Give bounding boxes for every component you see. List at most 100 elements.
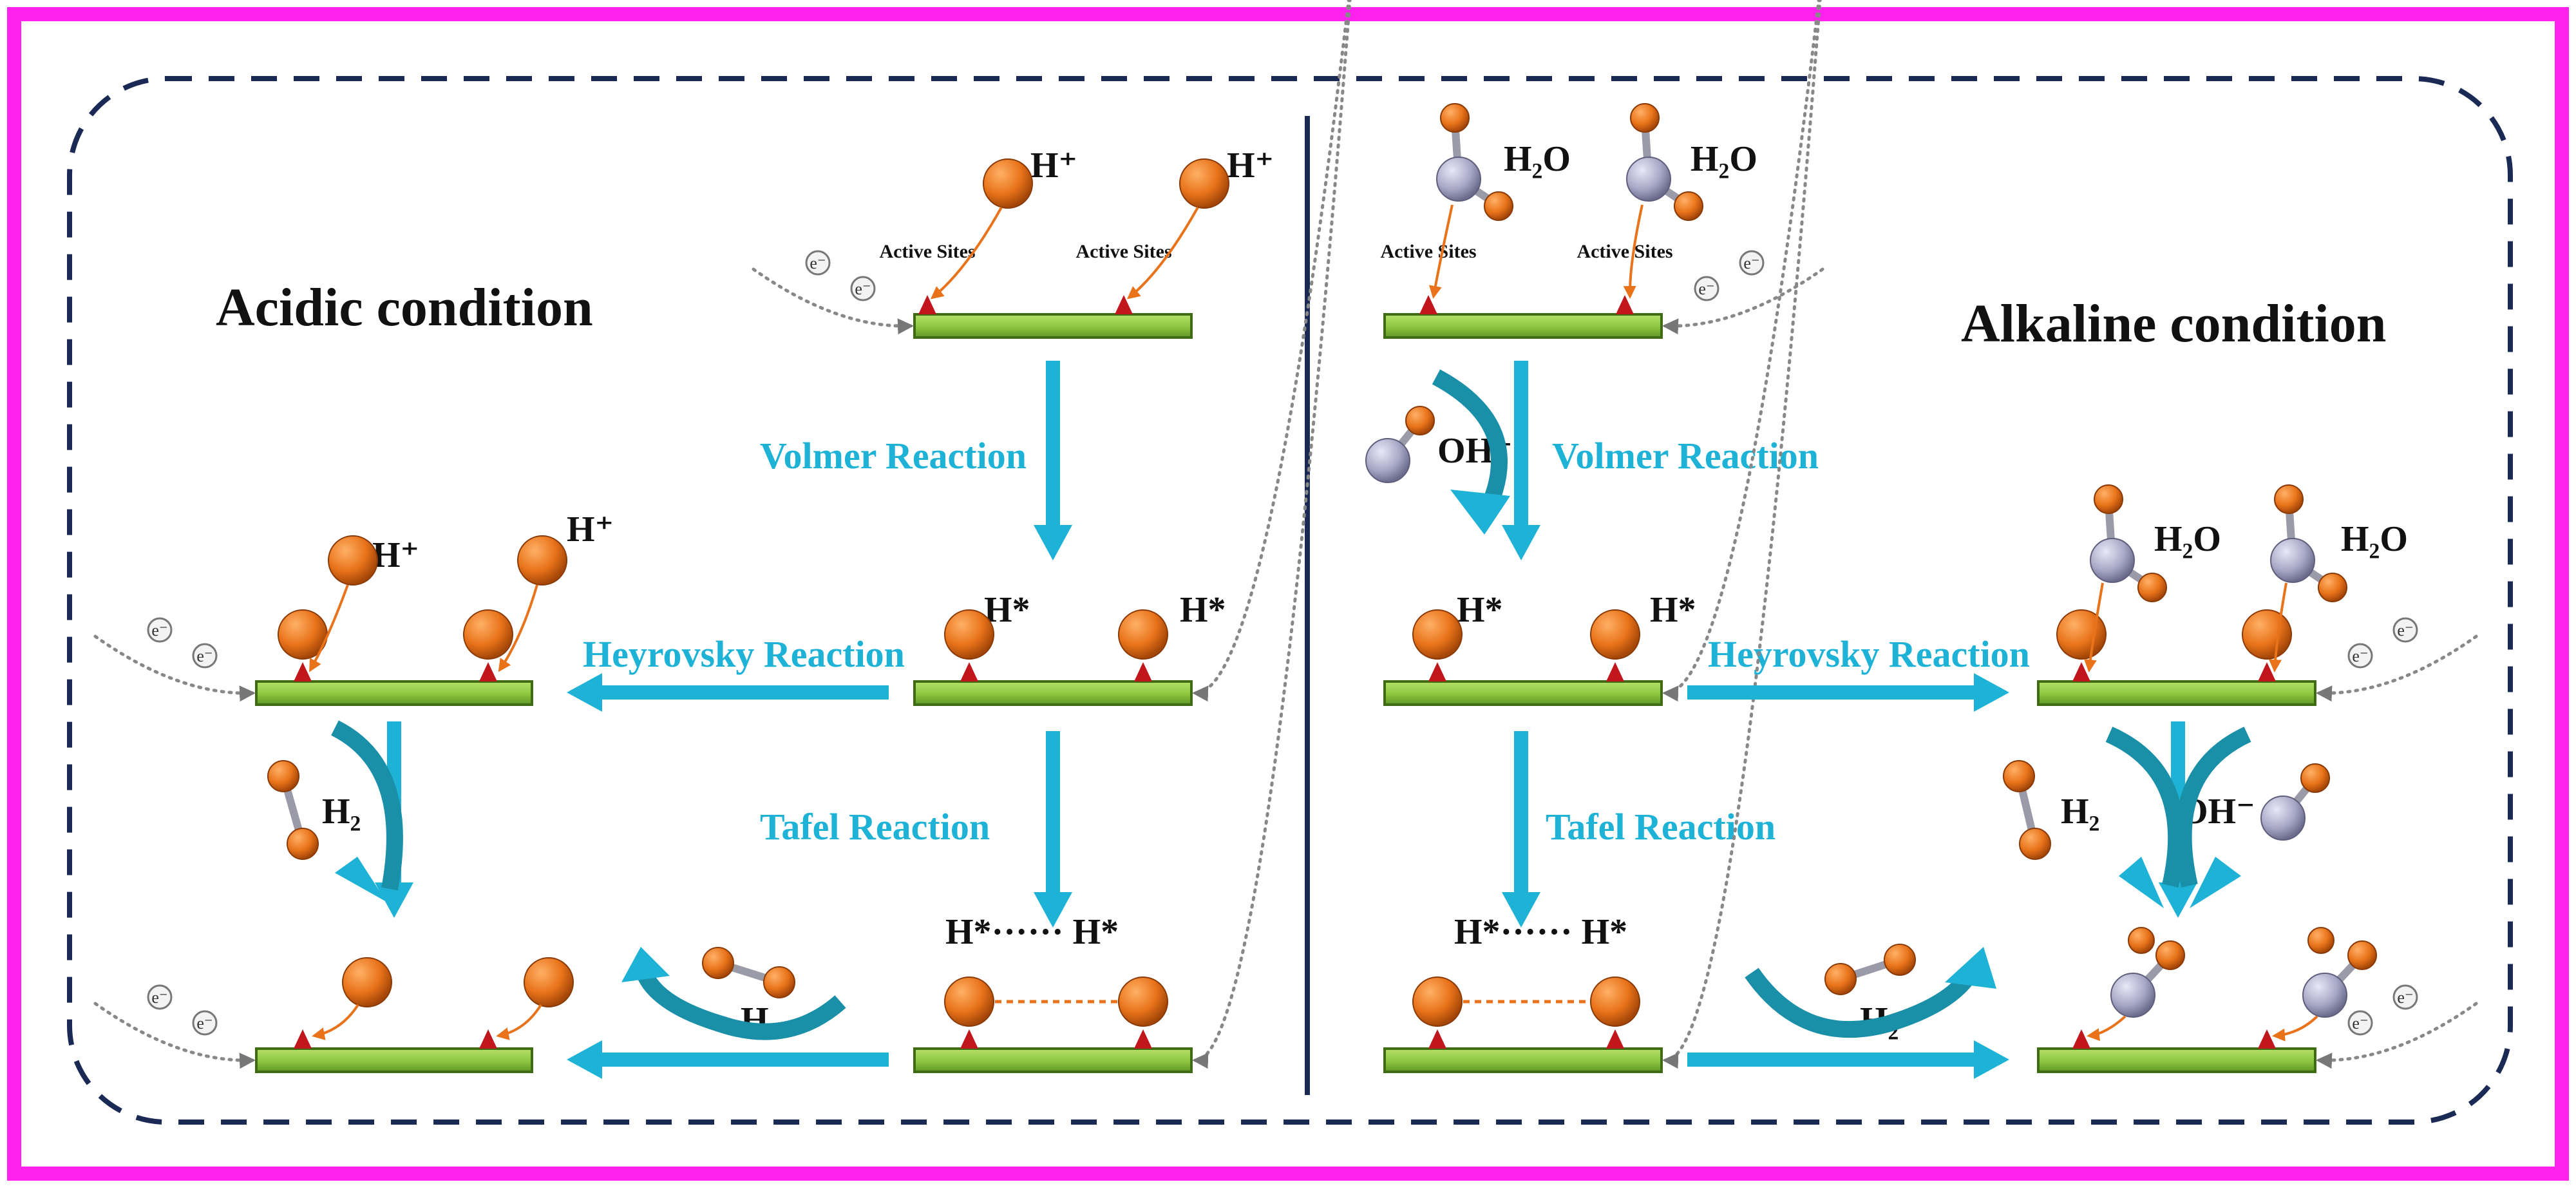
acidic-initial-proton-path-2 <box>1126 207 1199 300</box>
alkaline-initial-water-2-hydrogen-atom-1 <box>1630 103 1660 133</box>
acidic-volmer-arrow <box>1034 361 1072 560</box>
acidic-heyrovsky-active-site-2 <box>479 662 497 681</box>
acidic-heyrovsky-electron-2 <box>192 643 218 669</box>
acidic-final-h-2 <box>524 957 574 1007</box>
acidic-heyrovsky-electron-1-label: e⁻ <box>151 621 167 640</box>
alkaline-final-water-2-hydrogen-atom <box>2347 940 2377 970</box>
acidic-h2-release-curve-head <box>335 857 386 902</box>
acidic-final-active-site-2 <box>479 1029 497 1049</box>
alkaline-volmer-oh-curve-head <box>1450 490 1510 535</box>
alkaline-final-water-1-oxygen-atom <box>2110 973 2155 1018</box>
alkaline-initial-water-path-1 <box>1428 204 1454 299</box>
alkaline-initial-active-site-2 <box>1616 295 1634 314</box>
alkaline-heyrovsky-active-site-2 <box>2258 662 2276 681</box>
alkaline-initial-water-1-oxygen-atom <box>1436 157 1481 202</box>
acidic-initial-catalyst-bar <box>913 313 1193 339</box>
acidic-tafel-h-2 <box>1118 977 1168 1027</box>
acidic-tafel-release-curve-head <box>621 947 670 982</box>
alkaline-heyrovsky-water-1-oxygen-atom <box>2090 538 2135 583</box>
acidic-final-path-2 <box>496 1004 542 1040</box>
dashed-border <box>67 76 2513 1125</box>
alkaline-heyrovsky-water-2-hydrogen-atom-1 <box>2274 484 2304 514</box>
acidic-tafel-release-curve <box>636 969 846 1040</box>
alkaline-heyrovsky-hydroxide-oxygen-atom <box>2260 796 2306 841</box>
alkaline-final-water-2-oxygen-atom <box>2302 973 2347 1018</box>
acidic-tafel-h-1 <box>944 977 994 1027</box>
alkaline-tafel-catalyst-bar <box>1383 1047 1663 1073</box>
acidic-initial-active-site-2 <box>1115 295 1133 314</box>
alkaline-oh-release-curve-head <box>2190 857 2241 908</box>
alkaline-heyrovsky-electron-2 <box>2347 643 2373 669</box>
acidic-tafel-arrow <box>1034 731 1072 928</box>
alkaline-final-electron-1-label: e⁻ <box>2397 988 2413 1007</box>
alkaline-tafel-active-site-1 <box>1428 1029 1446 1049</box>
acidic-tafel-to-final-arrow <box>567 1040 889 1079</box>
alkaline-final-electron-flow <box>2316 1002 2478 1069</box>
alkaline-heyrovsky-water-2-oxygen-atom <box>2270 538 2315 583</box>
alkaline-tafel-label: Tafel Reaction <box>1546 806 1776 848</box>
acidic-heyrovsky-electron-2-label: e⁻ <box>196 647 213 665</box>
alkaline-heyrovsky-h-1 <box>2056 609 2107 660</box>
alkaline-tafel-h2-hydrogen-atom-2 <box>1884 944 1916 976</box>
alkaline-adsorbed-electron-flow <box>1662 0 1821 702</box>
alkaline-h2-release-curve-head <box>2119 857 2164 908</box>
alkaline-tafel-h-1 <box>1412 977 1463 1027</box>
acidic-final-path-1 <box>312 1004 359 1040</box>
acidic-heyrovsky-proton-path-1 <box>309 584 349 672</box>
acidic-adsorbed-catalyst-bar <box>913 680 1193 706</box>
acidic-initial-proton-2 <box>1179 158 1229 209</box>
acidic-initial-electron-1-label: e⁻ <box>810 254 826 272</box>
acidic-heyrovsky-electron-1 <box>147 617 173 643</box>
alkaline-volmer-hydroxide-oxygen-atom <box>1365 438 1410 483</box>
acidic-heyrovsky-catalyst-bar <box>255 680 533 706</box>
acidic-tafel-catalyst-bar <box>913 1047 1193 1073</box>
acidic-initial-electron-flow <box>752 267 914 335</box>
alkaline-initial-electron-1 <box>1739 250 1765 276</box>
outer-frame <box>7 7 2569 1181</box>
alkaline-heyrovsky-electron-1-label: e⁻ <box>2397 621 2413 640</box>
acidic-tafel-label: Tafel Reaction <box>760 806 990 848</box>
acidic-adsorbed-h-2 <box>1118 609 1168 660</box>
alkaline-heyrovsky-water-1-hydrogen-atom-1 <box>2094 484 2123 514</box>
h-star-label-3: H* <box>1457 590 1503 630</box>
alkaline-heyrovsky-water-2-hydrogen-atom-2 <box>2318 573 2347 602</box>
alkaline-tafel-h2-hydrogen-atom-1 <box>1824 963 1857 995</box>
alkaline-final-path-2 <box>2272 1015 2318 1042</box>
acidic-h2-release-curve <box>330 720 403 891</box>
alkaline-heyrovsky-electron-flow <box>2316 634 2478 702</box>
alkaline-heyrovsky-h-2 <box>2242 609 2292 660</box>
alkaline-initial-water-2-oxygen-atom <box>1626 157 1671 202</box>
alkaline-initial-water-path-2 <box>1623 204 1643 299</box>
alkaline-initial-water-1-hydrogen-atom-2 <box>1484 191 1513 221</box>
alkaline-volmer-oh-curve <box>1432 369 1508 513</box>
alkaline-initial-electron-2 <box>1694 276 1719 301</box>
acidic-final-electron-flow <box>93 1002 256 1069</box>
acidic-heyrovsky-h2-hydrogen-atom-2 <box>287 828 319 860</box>
alkaline-initial-water-1-hydrogen-atom-1 <box>1440 103 1470 133</box>
h2o-label-2: H₂O <box>1690 139 1757 179</box>
alkaline-heyrovsky-active-site-1 <box>2072 662 2090 681</box>
alkaline-tafel-release-curve <box>1745 967 1978 1038</box>
acidic-initial-electron-1 <box>805 250 831 276</box>
acidic-tafel-active-site-1 <box>960 1029 978 1049</box>
acidic-heyrovsky-arrow <box>567 673 889 712</box>
alkaline-condition-title: Alkaline condition <box>1961 294 2386 354</box>
alkaline-final-electron-1 <box>2392 984 2418 1010</box>
alkaline-heyrovsky-electron-2-label: e⁻ <box>2352 647 2368 665</box>
acidic-tafel-h2-hydrogen-atom-2 <box>763 966 795 998</box>
acidic-volmer-label: Volmer Reaction <box>760 435 1027 477</box>
h-plus-label-2: H⁺ <box>1227 146 1274 186</box>
h2o-label-4: H₂O <box>2341 519 2408 559</box>
alkaline-tafel-active-site-2 <box>1606 1029 1624 1049</box>
h-star-label-4: H* <box>1650 590 1696 630</box>
h2o-label-1: H₂O <box>1504 139 1571 179</box>
acidic-final-electron-1-label: e⁻ <box>151 988 167 1007</box>
alkaline-heyrovsky-catalyst-bar <box>2037 680 2316 706</box>
alkaline-heyrovsky-h2-hydrogen-atom-2 <box>2019 828 2051 860</box>
h2o-label-3: H₂O <box>2154 519 2221 559</box>
acidic-adsorbed-active-site-1 <box>960 662 978 681</box>
h-plus-label-4: H⁺ <box>567 510 614 549</box>
alkaline-final-electron-2-label: e⁻ <box>2352 1014 2368 1033</box>
acidic-heyrovsky-h2-hydrogen-atom-1 <box>267 760 299 792</box>
alkaline-volmer-hydroxide-hydrogen-atom <box>1405 406 1435 435</box>
